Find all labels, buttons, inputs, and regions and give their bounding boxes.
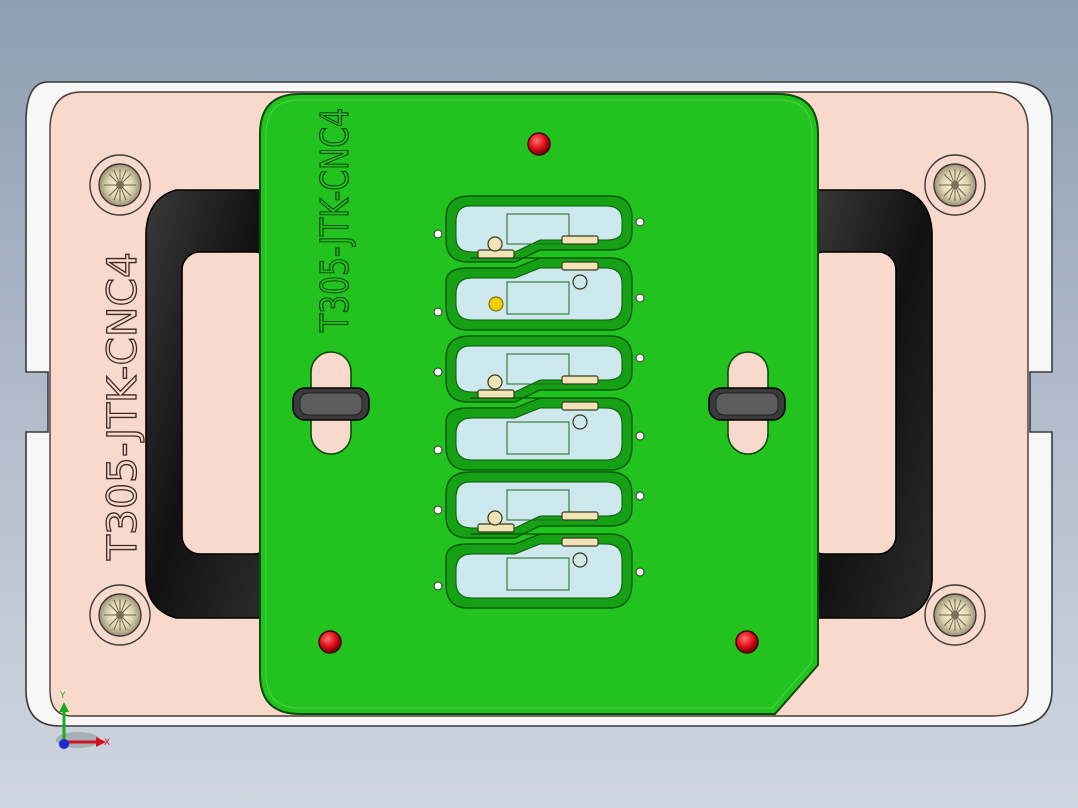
locating-pin-top xyxy=(527,132,551,156)
right-clamp-slot[interactable] xyxy=(708,351,786,455)
pocket-side-pins xyxy=(433,217,645,591)
plate-label: T305-JTK-CNC4 xyxy=(313,108,357,333)
left-handle[interactable] xyxy=(145,189,273,619)
x-axis-arrow-icon xyxy=(96,737,106,747)
y-axis-label: Y xyxy=(59,691,66,701)
locating-pin-bottom-right xyxy=(735,630,759,654)
right-handle[interactable] xyxy=(805,189,933,619)
locating-pin-bottom-left xyxy=(318,630,342,654)
screw-bottom-left xyxy=(89,584,151,646)
view-triad[interactable]: X Y xyxy=(56,691,110,749)
screw-top-right xyxy=(924,154,986,216)
sensor-dot xyxy=(488,296,504,312)
screw-bottom-right xyxy=(924,584,986,646)
screw-top-left xyxy=(89,154,151,216)
y-axis-arrow-icon xyxy=(59,702,69,712)
pocket-clamps xyxy=(477,235,599,568)
x-axis-label: X xyxy=(104,738,110,748)
left-clamp-slot[interactable] xyxy=(292,351,370,455)
base-label: T305-JTK-CNC4 xyxy=(100,252,146,561)
